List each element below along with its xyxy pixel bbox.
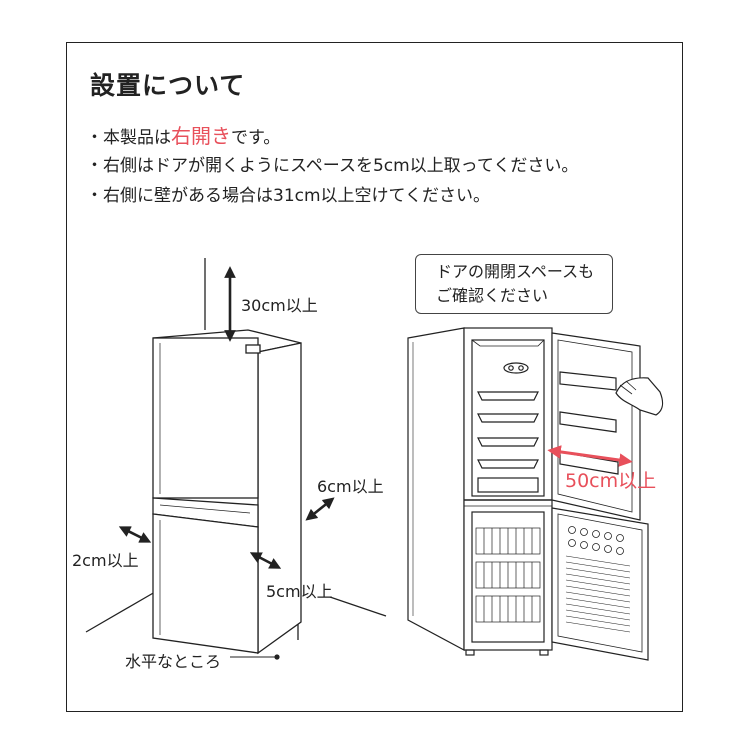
arrow-right-side-clearance xyxy=(305,497,335,521)
label-bottom-right-clearance: 5cm以上 xyxy=(266,582,333,601)
arrow-left-side-clearance xyxy=(118,526,152,543)
fridge-left-illustration xyxy=(85,258,387,658)
note-door-space: ・右側はドアが開くようにスペースを5cm以上取ってください。 xyxy=(86,156,579,176)
floor-guide-left xyxy=(85,591,156,633)
control-dial xyxy=(503,362,529,374)
label-top-clearance: 30cm以上 xyxy=(241,296,318,315)
label-door-space: 50cm以上 xyxy=(565,470,657,492)
note-right-opening-suffix: です。 xyxy=(231,128,281,148)
note-right-opening-accent: 右開き xyxy=(171,124,231,148)
note-right-opening: ・本製品は右開きです。 xyxy=(86,120,280,149)
callout-line-2: ご確認ください xyxy=(436,286,549,305)
label-level-surface: 水平なところ xyxy=(125,652,222,671)
fridge-right-open-illustration xyxy=(407,327,664,661)
open-fridge-upper-compartment xyxy=(471,339,545,497)
open-fridge-lower-compartment xyxy=(471,511,545,643)
arrow-bottom-right-clearance xyxy=(249,552,282,569)
page-title: 設置について xyxy=(90,71,246,100)
level-marker-dot xyxy=(274,654,280,660)
open-fridge-side-face xyxy=(407,327,465,652)
callout-line-1: ドアの開閉スペースも xyxy=(436,262,595,281)
label-left-side-clearance: 2cm以上 xyxy=(72,551,139,570)
open-lower-door xyxy=(551,507,649,661)
content-frame xyxy=(66,42,683,712)
hand-illustration xyxy=(615,377,664,416)
fridge-side-face xyxy=(257,342,302,655)
note-wall-space: ・右側に壁がある場合は31cm以上空けてください。 xyxy=(86,186,491,206)
door-space-callout: ドアの開閉スペースも ご確認ください xyxy=(415,254,613,314)
fridge-upper-door xyxy=(152,337,259,499)
floor-guide-right xyxy=(329,596,387,617)
fridge-lower-door xyxy=(152,513,259,654)
crisper-drawer xyxy=(477,477,539,493)
arrow-door-space xyxy=(547,445,633,467)
note-right-opening-prefix: ・本製品は xyxy=(86,128,171,148)
label-right-side-clearance: 6cm以上 xyxy=(317,477,384,496)
fridge-hinge xyxy=(245,344,261,354)
